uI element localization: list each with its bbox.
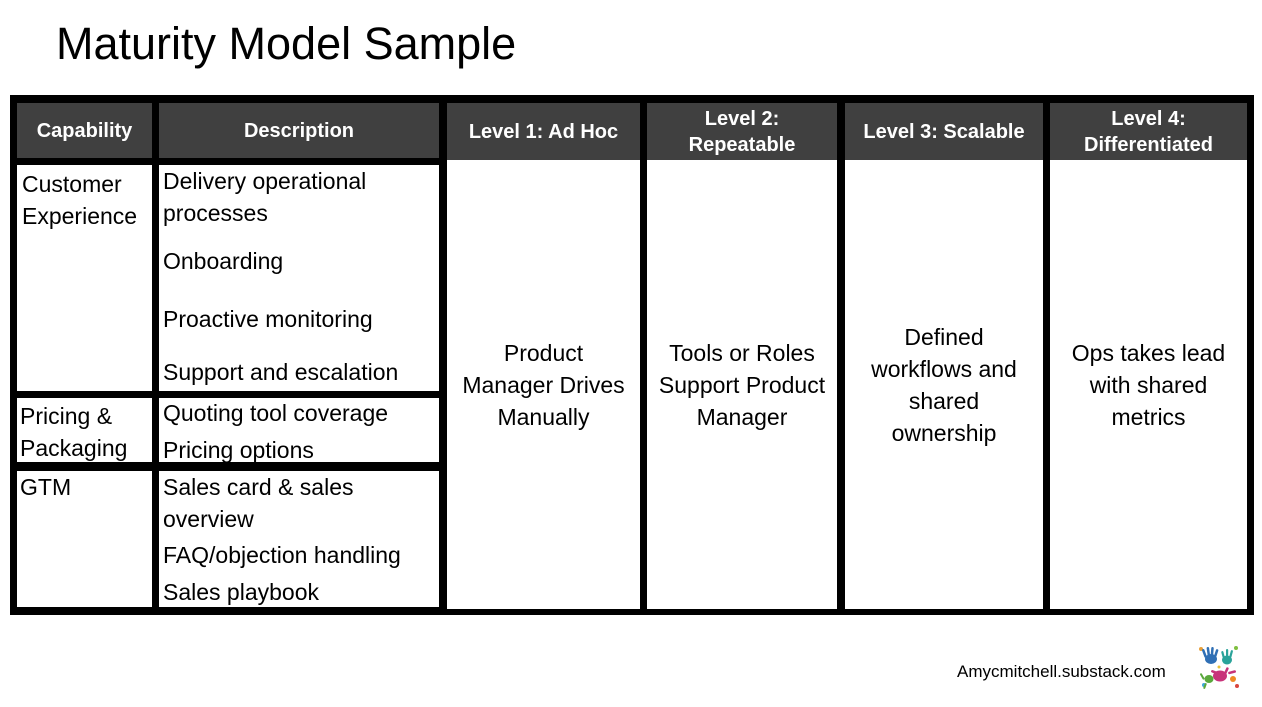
level-3-cell: Defined workflows and shared ownership (845, 160, 1043, 609)
capability-gtm: GTM (17, 471, 152, 607)
description-customer-experience: Delivery operational processes Onboardin… (159, 165, 439, 391)
header-level-2-line2: Repeatable (688, 133, 796, 156)
level-1-line: Product (503, 339, 584, 366)
description-item: Support and escalation (163, 359, 399, 385)
header-level-4-line1: Level 4: (1111, 107, 1186, 130)
maturity-table: Capability Description Level 1: Ad Hoc L… (10, 95, 1254, 615)
level-2-line: Tools or Roles (669, 339, 815, 366)
capability-line: Packaging (20, 435, 128, 461)
header-capability: Capability (17, 103, 152, 158)
level-4-line: Ops takes lead (1071, 339, 1226, 366)
level-2-line: Manager (696, 403, 788, 430)
description-item: Quoting tool coverage (163, 400, 389, 426)
level-3-line: ownership (891, 419, 997, 446)
capability-customer-experience: Customer Experience (17, 165, 152, 391)
footer-site: Amycmitchell.substack.com (957, 662, 1166, 681)
header-level-3: Level 3: Scalable (845, 103, 1043, 160)
description-item: Sales card & sales (163, 474, 354, 500)
level-1-cell: Product Manager Drives Manually (447, 160, 640, 609)
description-item: Delivery operational (163, 168, 367, 194)
description-gtm: Sales card & sales overview FAQ/objectio… (159, 471, 439, 607)
level-4-cell: Ops takes lead with shared metrics (1050, 160, 1247, 609)
description-item: FAQ/objection handling (163, 542, 401, 568)
level-1-line: Manager Drives (462, 371, 625, 398)
description-pricing-packaging: Quoting tool coverage Pricing options (159, 398, 439, 463)
description-item: Sales playbook (163, 579, 319, 605)
description-item: Onboarding (163, 248, 284, 274)
level-3-line: shared (908, 387, 980, 414)
level-3-line: Defined (904, 323, 984, 350)
capability-line: Experience (22, 203, 138, 229)
level-2-cell: Tools or Roles Support Product Manager (647, 160, 837, 609)
header-level-2-line1: Level 2: (704, 107, 780, 130)
description-item: Pricing options (163, 437, 314, 463)
level-1-line: Manually (497, 403, 590, 430)
header-level-4: Level 4: Differentiated (1050, 103, 1247, 160)
level-3-line: workflows and (871, 355, 1017, 382)
capability-line: Pricing & (20, 403, 113, 429)
capability-line: GTM (20, 474, 72, 500)
capability-pricing-packaging: Pricing & Packaging (17, 398, 152, 462)
level-4-line: metrics (1111, 403, 1186, 430)
description-item: overview (163, 506, 254, 532)
header-level-4-line2: Differentiated (1084, 133, 1213, 156)
colorful-hands-logo-icon (1198, 645, 1240, 689)
description-item: processes (163, 200, 268, 226)
level-2-line: Support Product (658, 371, 826, 398)
header-description: Description (159, 103, 439, 158)
page-title: Maturity Model Sample (56, 18, 517, 69)
header-level-1: Level 1: Ad Hoc (447, 103, 640, 160)
description-item: Proactive monitoring (163, 306, 373, 332)
header-level-2: Level 2: Repeatable (647, 103, 837, 160)
capability-line: Customer (22, 171, 122, 197)
level-4-line: with shared (1089, 371, 1208, 398)
